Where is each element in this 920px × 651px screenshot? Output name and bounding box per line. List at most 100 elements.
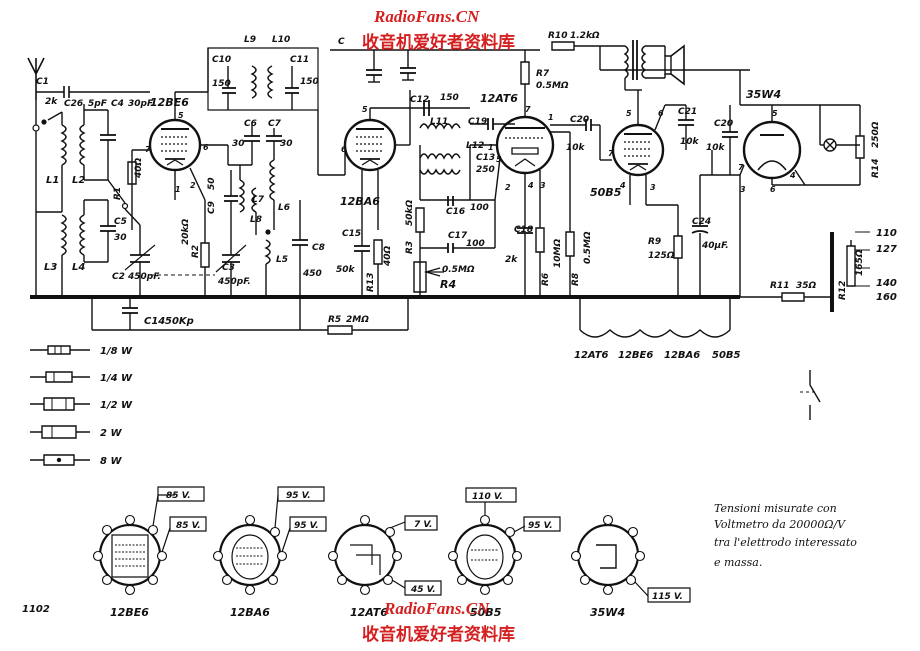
label-c11: C11 <box>290 55 309 65</box>
svg-text:6: 6 <box>203 143 209 152</box>
legend-1-8-w: 1/8 W <box>100 346 133 357</box>
label-l10: L10 <box>272 35 290 45</box>
label-c14-value: 50Kp <box>165 316 194 327</box>
tube-12be6-label: 12BE6 <box>150 96 189 109</box>
label-r7-value: 0.5MΩ <box>536 81 569 91</box>
socket-12be6-v2: 85 V. <box>176 521 201 531</box>
label-r11: R11 <box>770 281 789 291</box>
output-transformer: R10 1.2kΩ C21 10k <box>548 31 750 150</box>
label-c6-value: 30 <box>232 139 245 149</box>
watermark-top: RadioFans.CN 收音机爱好者资料库 <box>362 7 515 53</box>
label-c9: C9 <box>207 201 217 214</box>
socket-35w4-label: 35W4 <box>590 606 625 619</box>
legend-item: 1/8 W <box>30 346 133 357</box>
label-c2-value: 450pF. <box>127 272 161 282</box>
tap-110: 110 <box>876 228 897 239</box>
tap-140: 140 <box>876 278 897 289</box>
label-c2: C2 <box>112 272 125 282</box>
svg-text:3: 3 <box>650 183 656 192</box>
label-c16-value: 100 <box>470 203 489 213</box>
label-c3-value: 450pF. <box>217 277 251 287</box>
svg-text:3: 3 <box>740 185 746 194</box>
label-c20-value: 10k <box>566 143 586 153</box>
label-c15: C15 <box>342 229 361 239</box>
legend-item: 2 W <box>30 426 122 439</box>
label-c26: C26 <box>64 99 83 109</box>
tube-12at6-label: 12AT6 <box>480 92 518 105</box>
label-r7: R7 <box>536 69 550 79</box>
50b5-cathode: R9 125Ω C24 40µF. 10k <box>646 143 740 297</box>
legend-1-4-w: 1/4 W <box>100 373 133 384</box>
12at6-components: C19 R7 0.5MΩ C18 2k R6 10MΩ R8 0.5MΩ <box>468 50 612 297</box>
label-r10-value: 1.2kΩ <box>570 31 600 41</box>
note-line-3: tra l'elettrodo interessato <box>714 536 857 549</box>
measurement-note: Tensioni misurate con Voltmetro da 20000… <box>714 502 857 569</box>
label-c8-value: 450 <box>302 269 322 279</box>
svg-text:C: C <box>338 37 345 47</box>
mains-section: R12 165Ω 110 127 140 160 R11 35Ω <box>770 228 897 420</box>
label-l5: L5 <box>276 255 288 265</box>
label-c10: C10 <box>212 55 231 65</box>
legend-1-2-w: 1/2 W <box>100 400 133 411</box>
label-l3: L3 <box>44 262 57 273</box>
label-c1-value: 2k <box>45 97 58 107</box>
tube-35w4-label: 35W4 <box>746 88 781 101</box>
label-r11-value: 35Ω <box>796 281 817 291</box>
watermark-brand-bottom: RadioFans.CN <box>383 599 490 618</box>
label-c9-value: 50 <box>207 177 217 190</box>
tube-12ba6: 12BA6 5 6 <box>340 90 420 230</box>
label-r5: R5 <box>328 315 341 325</box>
ground-bus <box>30 297 782 330</box>
socket-12at6: 7 V. 45 V. 12AT6 <box>329 516 442 619</box>
tube-12at6: 12AT6 7 1 5 2 4 3 1 <box>470 90 570 248</box>
label-c18: C18 <box>514 225 533 235</box>
socket-50b5: 110 V. 95 V. 50B5 <box>449 488 561 619</box>
label-c8: C8 <box>312 243 325 253</box>
label-c4-value: 30pF. <box>128 99 155 109</box>
label-r5-value: 2MΩ <box>346 315 369 325</box>
watermark-chinese-top: 收音机爱好者资料库 <box>362 32 515 53</box>
label-r14-value: 250Ω <box>871 121 881 148</box>
heater-chain: 12AT6 12BE6 12BA6 50B5 <box>574 297 741 361</box>
label-c17: C17 <box>448 231 468 241</box>
label-c24: C24 <box>692 217 711 227</box>
label-r13: R13 <box>366 273 376 292</box>
svg-text:7: 7 <box>525 105 531 114</box>
label-c18-value: 2k <box>505 255 518 265</box>
label-r6-value: 10MΩ <box>553 239 563 268</box>
antenna-section <box>28 58 215 330</box>
legend-8-w: 8 W <box>100 456 122 467</box>
tube-12be6: 12BE6 5 6 7 1 2 <box>132 92 228 230</box>
watermark-brand-top: RadioFans.CN <box>373 7 480 26</box>
label-r12: R12 <box>838 281 848 300</box>
label-l8: L8 <box>250 215 262 225</box>
label-c7: C7 <box>268 119 282 129</box>
if-transformer-1: C10 150 L9 L10 C11 150 <box>208 35 345 175</box>
label-c7-value: 30 <box>280 139 293 149</box>
wattage-legend: 1/8 W 1/4 W 1/2 W 2 W 8 W <box>30 346 133 467</box>
label-c19: C19 <box>468 117 487 127</box>
tube-50b5-label: 50B5 <box>590 186 622 199</box>
svg-text:6: 6 <box>770 185 776 194</box>
label-r9: R9 <box>648 237 661 247</box>
label-r8-value: 0.5MΩ <box>583 231 593 264</box>
label-c4: C4 <box>111 99 124 109</box>
note-line-1: Tensioni misurate con <box>714 502 837 515</box>
svg-text:4: 4 <box>789 171 796 180</box>
label-c14: C14 <box>144 316 165 327</box>
antenna-labels: C1 2k C26 5pF C4 30pF. L1 L2 L3 L4 C5 30… <box>36 77 194 327</box>
socket-12at6-label: 12AT6 <box>350 606 388 619</box>
label-c10-value: 150 <box>212 79 231 89</box>
label-c11-value: 150 <box>300 77 319 87</box>
label-c13-value: 250 <box>476 165 495 175</box>
socket-12be6-label: 12BE6 <box>110 606 149 619</box>
svg-text:4: 4 <box>619 181 626 190</box>
label-c12: C12 <box>410 95 429 105</box>
label-r6: R6 <box>541 273 551 286</box>
legend-2-w: 2 W <box>100 428 122 439</box>
tube-12ba6-label: 12BA6 <box>340 195 380 208</box>
socket-35w4: 115 V. 35W4 <box>572 516 691 619</box>
svg-text:2: 2 <box>505 183 511 192</box>
label-c23-value: 10k <box>706 143 726 153</box>
